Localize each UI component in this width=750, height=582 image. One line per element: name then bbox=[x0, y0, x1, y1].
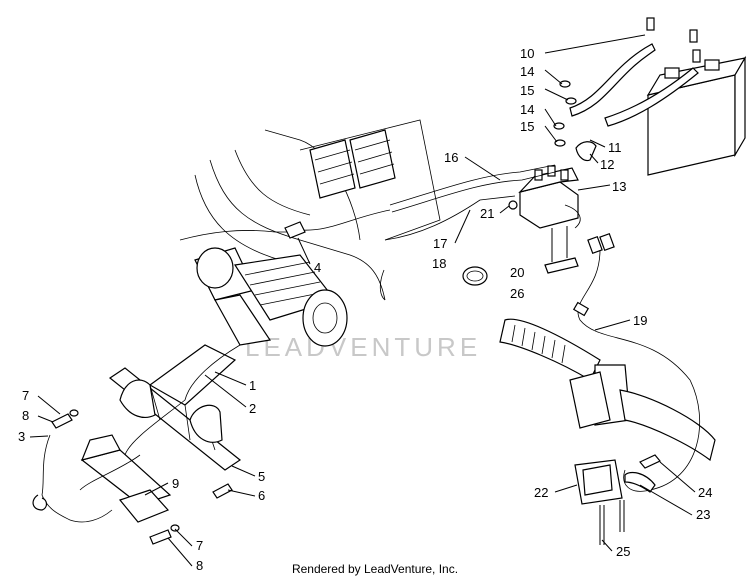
callout-5: 5 bbox=[258, 469, 265, 484]
fairlead bbox=[119, 379, 156, 418]
winch-solenoid bbox=[518, 165, 581, 229]
callout-22: 22 bbox=[534, 485, 548, 500]
footer-credit: Rendered by LeadVenture, Inc. bbox=[291, 562, 459, 576]
cable-connector bbox=[572, 301, 590, 317]
callout-19: 19 bbox=[633, 313, 647, 328]
connector-plug bbox=[587, 232, 615, 255]
callout-3: 3 bbox=[18, 429, 25, 444]
callout-14: 14 bbox=[520, 64, 534, 79]
callout-6: 6 bbox=[258, 488, 265, 503]
hook-strap bbox=[41, 434, 113, 523]
screw bbox=[599, 500, 625, 545]
hose-clamp bbox=[462, 266, 488, 286]
callout-16: 16 bbox=[444, 150, 458, 165]
callout-10: 10 bbox=[520, 46, 534, 61]
battery-cable bbox=[604, 67, 699, 127]
leader-lines bbox=[29, 34, 696, 567]
bolt bbox=[149, 524, 180, 545]
clamp-strap bbox=[624, 471, 656, 493]
battery: + bbox=[646, 55, 747, 176]
bolt bbox=[212, 483, 233, 499]
callout-8: 8 bbox=[196, 558, 203, 573]
power-cable bbox=[299, 209, 391, 231]
callout-7: 7 bbox=[196, 538, 203, 553]
callout-4: 4 bbox=[314, 260, 321, 275]
callout-15: 15 bbox=[520, 119, 534, 134]
fairlead bbox=[189, 404, 223, 443]
power-cable bbox=[384, 195, 516, 241]
washer-nut bbox=[553, 80, 577, 147]
callout-13: 13 bbox=[612, 179, 626, 194]
nut bbox=[508, 200, 518, 210]
bolt bbox=[51, 409, 79, 429]
callout-17: 17 bbox=[433, 236, 447, 251]
callout-18: 18 bbox=[432, 256, 446, 271]
callout-2: 2 bbox=[249, 401, 256, 416]
winch bbox=[194, 247, 348, 347]
callout-24: 24 bbox=[698, 485, 712, 500]
watermark: LEADVENTURE bbox=[245, 332, 481, 362]
callout-23: 23 bbox=[696, 507, 710, 522]
callout-21: 21 bbox=[480, 206, 494, 221]
mounting-bolt bbox=[544, 226, 579, 274]
power-cable bbox=[391, 171, 556, 213]
screw bbox=[639, 454, 661, 469]
callout-1: 1 bbox=[249, 378, 256, 393]
vehicle-frame bbox=[194, 119, 441, 301]
callout-9: 9 bbox=[172, 476, 179, 491]
callout-11: 11 bbox=[608, 140, 622, 155]
callout-12: 12 bbox=[600, 157, 614, 172]
winch-support bbox=[148, 344, 237, 406]
callout-8: 8 bbox=[22, 408, 29, 423]
cable-connector bbox=[284, 221, 306, 239]
winch-hook bbox=[32, 494, 48, 511]
battery-cable bbox=[569, 43, 656, 117]
callout-7: 7 bbox=[22, 388, 29, 403]
power-cable bbox=[179, 230, 300, 241]
battery-bolt bbox=[646, 17, 701, 63]
power-cable bbox=[389, 164, 556, 206]
callout-25: 25 bbox=[616, 544, 630, 559]
winch-cable bbox=[124, 344, 241, 456]
callout-15: 15 bbox=[520, 83, 534, 98]
handlebar bbox=[499, 318, 716, 462]
callout-14: 14 bbox=[520, 102, 534, 117]
callout-20: 20 bbox=[510, 265, 524, 280]
callout-26: 26 bbox=[510, 286, 524, 301]
